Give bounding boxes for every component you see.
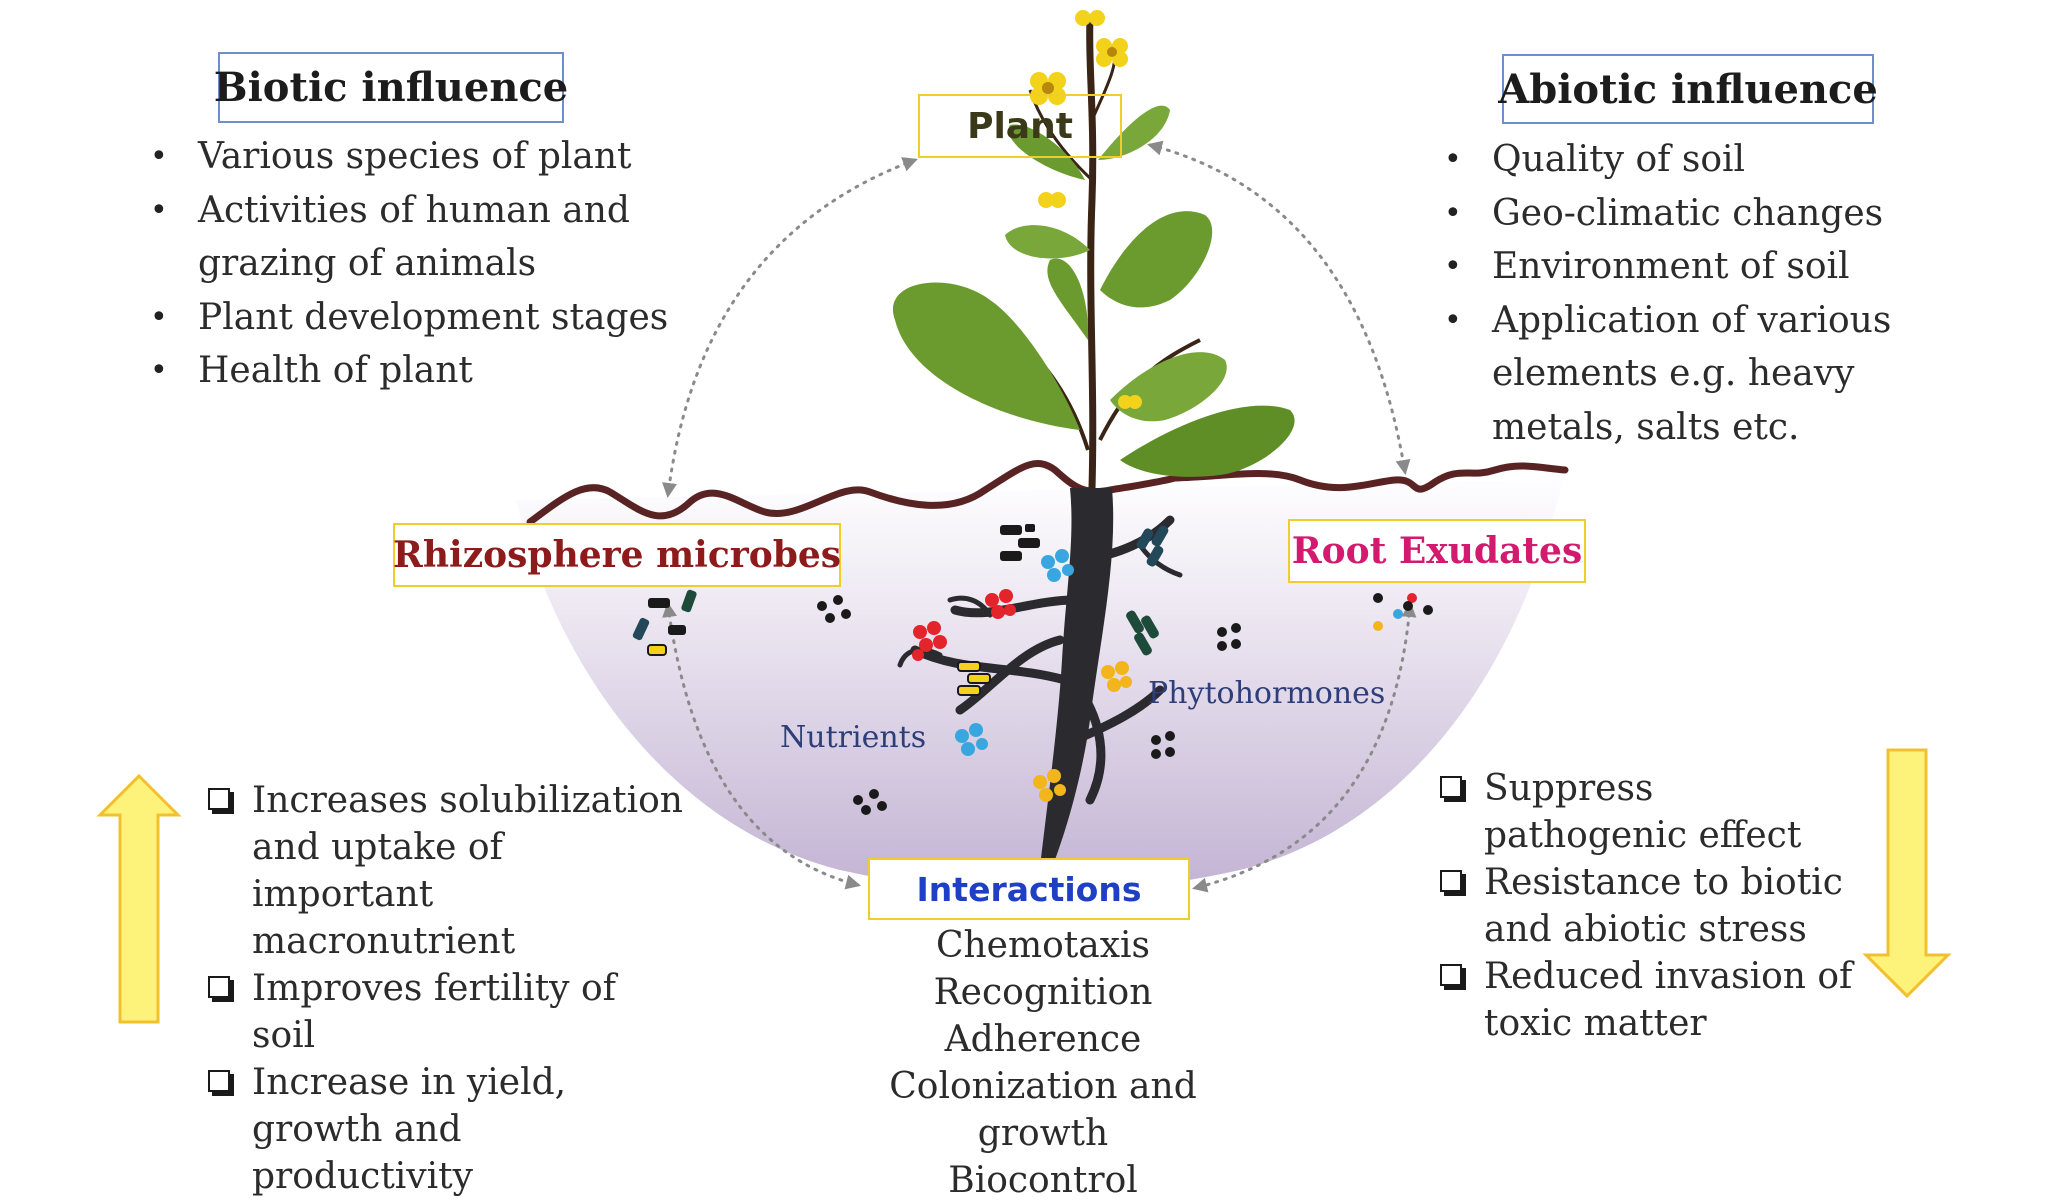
arrow-plant-to-exudates [1147, 140, 1411, 475]
arrow-plant-to-rhizosphere [662, 157, 918, 498]
increase-item-text: Increases solubilization and uptake of i… [252, 780, 683, 962]
interaction-items-list: Chemotaxis Recognition Adherence Coloniz… [820, 922, 1266, 1204]
increase-arrow-shape [96, 773, 182, 1024]
microbe-cluster [1000, 524, 1040, 561]
interaction-item: Chemotaxis [935, 925, 1151, 966]
abiotic-item: Environment of soil [1444, 240, 1984, 294]
microbe-cluster [632, 589, 697, 656]
increase-effects-list: Increases solubilization and uptake of i… [204, 777, 684, 1200]
checkbox-icon [1440, 964, 1462, 986]
decrease-item-text: Reduced invasion of toxic matter [1484, 956, 1853, 1044]
phytohormones-label: Phytohormones [1148, 676, 1386, 711]
plant-flower [1118, 395, 1142, 409]
nutrients-label: Nutrients [780, 720, 927, 755]
biotic-item: Various species of plant [150, 130, 670, 184]
plant-flower [1096, 38, 1128, 67]
abiotic-item: Geo-climatic changes [1444, 187, 1984, 241]
biotic-item: Health of plant [150, 344, 670, 398]
decrease-item-text: Resistance to biotic and abiotic stress [1484, 862, 1843, 950]
nutrient-particles [912, 589, 1016, 661]
diagram-canvas: Biotic influence Various species of plan… [0, 0, 2048, 1152]
plant-leaf [1120, 405, 1295, 477]
checkbox-icon [208, 976, 230, 998]
checkbox-icon [208, 1070, 230, 1092]
plant-leaf [1005, 225, 1090, 259]
microbe-cluster [957, 661, 991, 696]
abiotic-item: Application of various elements e.g. hea… [1444, 294, 1984, 455]
interaction-item: Recognition [933, 972, 1153, 1013]
abiotic-influence-list: Quality of soil Geo-climatic changes Env… [1444, 133, 1984, 454]
biotic-influence-title: Biotic influence [214, 52, 568, 123]
phytohormone-particles [1033, 661, 1132, 802]
biotic-item: Activities of human and grazing of anima… [150, 184, 670, 291]
increase-item-text: Increase in yield, growth and productivi… [252, 1062, 567, 1197]
decrease-item: Reduced invasion of toxic matter [1436, 953, 1856, 1047]
arrow-exudates-to-interactions [1192, 602, 1417, 893]
microbe-cluster [1126, 610, 1159, 656]
increase-item-text: Improves fertility of soil [252, 968, 616, 1056]
plant-leaf [1100, 211, 1213, 308]
soil-surface-line [526, 460, 1569, 526]
checkbox-icon [1440, 776, 1462, 798]
decrease-item-text: Suppress pathogenic effect [1484, 768, 1802, 856]
abiotic-item: Quality of soil [1444, 133, 1984, 187]
plant-leaf [892, 282, 1080, 430]
biotic-item: Plant development stages [150, 291, 670, 345]
plant-label: Plant [918, 94, 1122, 158]
plant-flower [1038, 192, 1066, 208]
checkbox-icon [208, 788, 230, 810]
plant-leaf [1047, 258, 1089, 340]
particle-cluster [817, 595, 1241, 815]
increase-item: Increase in yield, growth and productivi… [204, 1059, 684, 1200]
biotic-influence-list: Various species of plant Activities of h… [150, 130, 670, 398]
root-exudates-label: Root Exudates [1288, 519, 1586, 583]
plant-flower [1075, 10, 1105, 26]
rhizosphere-microbes-label: Rhizosphere microbes [393, 523, 841, 587]
microbe-cluster [1136, 525, 1169, 567]
decrease-item: Suppress pathogenic effect [1436, 765, 1856, 859]
plant-flower [1030, 72, 1066, 105]
exudate-particles [1373, 593, 1433, 631]
nutrient-particles [955, 549, 1074, 756]
increase-item: Increases solubilization and uptake of i… [204, 777, 684, 965]
plant-leaf [1008, 124, 1085, 180]
interaction-item: Biocontrol [948, 1160, 1138, 1201]
plant-leaf [1110, 352, 1227, 422]
plant-leaf [1098, 105, 1170, 160]
decrease-arrow-shape [1862, 748, 1952, 999]
decrease-effects-list: Suppress pathogenic effect Resistance to… [1436, 765, 1856, 1047]
plant-stem [1086, 19, 1097, 489]
interactions-label: Interactions [868, 858, 1190, 920]
interaction-item: Adherence [944, 1019, 1142, 1060]
decrease-item: Resistance to biotic and abiotic stress [1436, 859, 1856, 953]
abiotic-influence-title: Abiotic influence [1498, 54, 1878, 124]
checkbox-icon [1440, 870, 1462, 892]
interaction-item: Colonization and growth [889, 1066, 1197, 1154]
increase-item: Improves fertility of soil [204, 965, 684, 1059]
